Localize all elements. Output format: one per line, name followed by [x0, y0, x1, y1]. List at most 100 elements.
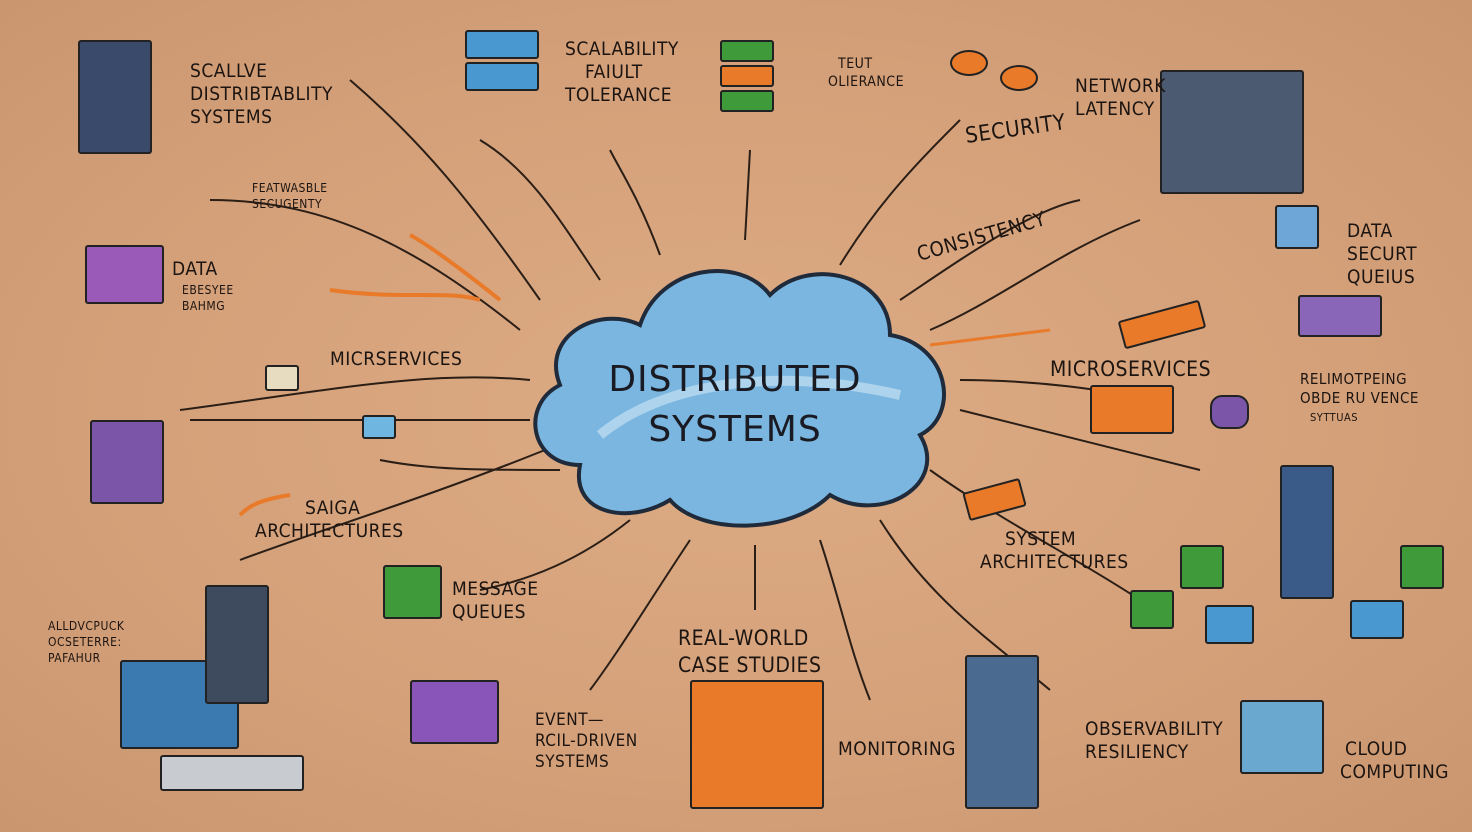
layer-stack-icon — [720, 40, 774, 62]
network-nodes-icon — [950, 50, 988, 76]
arrow — [479, 519, 631, 591]
label-line: TEUT — [838, 56, 873, 72]
arrow — [744, 149, 751, 241]
arrow — [209, 199, 521, 331]
label-line: SYSTEM — [1005, 528, 1077, 550]
label-event-driven-systems: EVENT— RCIL-DRIVEN SYSTEMS — [535, 710, 638, 773]
label-line: PAFAHUR — [48, 651, 101, 665]
central-title-line1: DISTRIBUTED — [608, 359, 862, 400]
central-title: DISTRIBUTED SYSTEMS — [520, 355, 950, 455]
label-monitoring: MONITORING — [838, 738, 956, 760]
label-line: SECURT — [1347, 243, 1418, 265]
green-cubes-icon — [1180, 545, 1224, 589]
arrow — [609, 149, 661, 256]
label-system-architectures: SYSTEM ARCHITECTURES — [980, 528, 1129, 574]
label-line: NETWORK — [1075, 75, 1166, 97]
central-title-line2: SYSTEMS — [648, 409, 822, 450]
arrow — [379, 459, 561, 471]
arrow — [349, 79, 541, 301]
label-line: SYSTEMS — [535, 752, 610, 772]
laptop-chart-icon — [1240, 700, 1324, 774]
label-line: MESSAGE — [452, 578, 539, 600]
label-line: ALLDVCPUCK — [48, 619, 125, 633]
server-tower-icon — [78, 40, 152, 154]
label-line: QUEIUS — [1347, 266, 1416, 288]
green-cubes-icon — [1400, 545, 1444, 589]
blue-cubes-icon — [1205, 605, 1254, 644]
label-line: BAHMG — [182, 299, 226, 313]
label-data-secure-queues: DATA SECURT QUEIUS — [1347, 220, 1417, 289]
arrow — [929, 469, 1141, 601]
arrow — [929, 328, 1051, 347]
chip-icon — [265, 365, 299, 391]
arrow — [479, 139, 601, 281]
label-alldv: ALLDVCPUCK OCSETERRE: PAFAHUR — [48, 618, 124, 666]
label-line: OBSERVABILITY — [1085, 718, 1224, 740]
label-featwasble: FEATWASBLE SECUGENTY — [252, 180, 328, 212]
label-line: DATA — [1347, 220, 1393, 242]
label-real-world-case-studies: REAL-WORLD CASE STUDIES — [678, 625, 821, 679]
label-data-left: DATA — [172, 258, 218, 280]
label-line: ARCHITECTURES — [255, 520, 404, 542]
label-line: OLIERANCE — [828, 74, 905, 90]
label-observability-resiliency: OBSERVABILITY RESILIENCY — [1085, 718, 1223, 764]
server-tower-icon — [1280, 465, 1334, 599]
label-line: COMPUTING — [1340, 761, 1449, 783]
label-line: LATENCY — [1075, 98, 1155, 120]
arrow — [899, 199, 1081, 301]
layer-stack-icon — [720, 65, 774, 87]
label-line: ARCHITECTURES — [980, 551, 1129, 573]
pill-icon — [1210, 395, 1249, 429]
label-line: RESILIENCY — [1085, 741, 1189, 763]
arrow — [238, 493, 291, 517]
label-microservices-left: MICRSERVICES — [330, 348, 463, 370]
node-icon — [362, 415, 396, 439]
arrow — [239, 449, 546, 561]
label-data-left-sub: EBESYEE BAHMG — [182, 282, 234, 314]
arrow — [839, 119, 961, 266]
server-rack-icon — [1160, 70, 1304, 194]
label-line: SYTTUAS — [1310, 411, 1359, 424]
database-stack-icon — [465, 62, 539, 91]
database-stack-icon — [465, 30, 539, 59]
label-line: DISTRIBTABLITY — [190, 83, 333, 105]
laptop-icon — [85, 245, 164, 304]
label-line: OBDE RU VENCE — [1300, 389, 1419, 407]
label-line: OCSETERRE: — [48, 635, 122, 649]
green-cubes-icon — [1130, 590, 1174, 629]
label-microservices-right: MICROSERVICES — [1050, 357, 1212, 381]
event-cube-icon — [410, 680, 499, 744]
label-line: SYSTEMS — [190, 106, 273, 128]
arrow — [959, 409, 1201, 471]
microservices-blocks-icon — [1090, 385, 1174, 434]
label-line: FEATWASBLE — [252, 181, 328, 195]
keyboard-icon — [160, 755, 304, 791]
label-network-latency: NETWORK LATENCY — [1075, 75, 1166, 121]
arrow — [179, 376, 531, 411]
server-tower-icon — [205, 585, 269, 704]
arrow — [409, 233, 502, 302]
label-line: REAL-WORLD — [678, 626, 809, 650]
label-line: CASE STUDIES — [678, 653, 822, 677]
label-line: SCALLVE — [190, 60, 268, 82]
boxes-icon — [690, 680, 824, 809]
label-line: QUEUES — [452, 601, 526, 623]
label-line: TOLERANCE — [565, 84, 673, 106]
label-scallve: SCALLVE DISTRIBTABLITY SYSTEMS — [190, 60, 333, 129]
storage-icon — [1298, 295, 1382, 337]
storage-icon — [1275, 205, 1319, 249]
padlock-icon — [90, 420, 164, 504]
label-cloud-computing: CLOUD COMPUTING — [1340, 738, 1449, 784]
label-saiga-architectures: SAIGA ARCHITECTURES — [255, 497, 404, 543]
label-line: EBESYEE — [182, 283, 234, 297]
cloud-icon — [533, 269, 946, 528]
label-line: SECUGENTY — [252, 197, 323, 211]
label-line: CLOUD — [1345, 738, 1408, 760]
label-line: SAIGA — [305, 497, 361, 519]
blue-cubes-icon — [1350, 600, 1404, 639]
arrow — [589, 539, 691, 691]
label-line: RELIMOTPEING — [1300, 370, 1408, 388]
label-line: SCALABILITY — [565, 38, 679, 60]
network-nodes-icon — [1000, 65, 1038, 91]
